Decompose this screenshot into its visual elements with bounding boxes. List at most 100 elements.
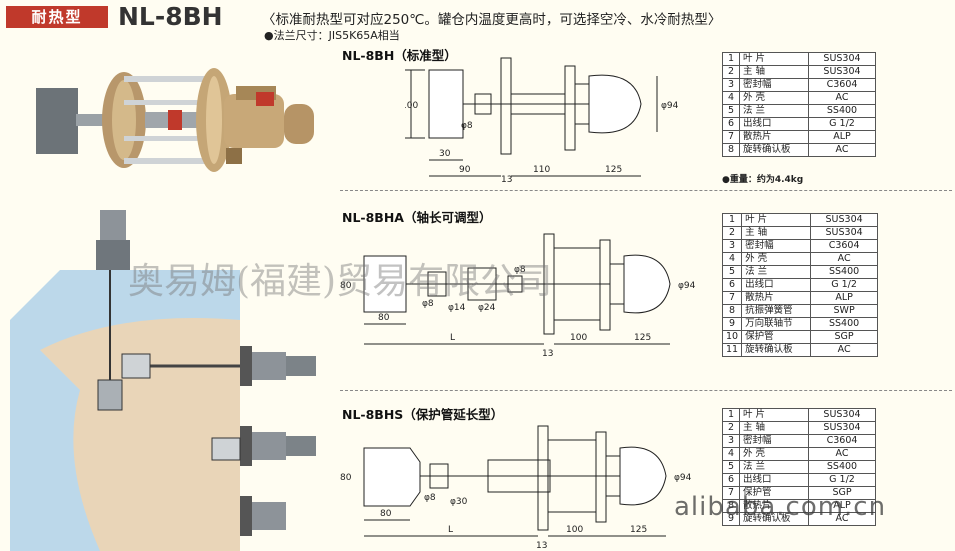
part-material: G 1/2 <box>808 473 876 487</box>
part-material: SUS304 <box>808 408 876 422</box>
type-badge: 耐热型 <box>6 6 108 28</box>
model-description: 〈标准耐热型可对应250℃。罐仓内温度更高时，可选择空冷、水冷耐热型〉 <box>262 12 722 28</box>
dim-110: 110 <box>533 165 550 175</box>
part-name: 法 兰 <box>739 104 809 118</box>
part-number: 2 <box>722 421 740 435</box>
dim-height: 100 <box>405 101 418 111</box>
part-name: 散热片 <box>739 130 809 144</box>
part-name: 万向联轴节 <box>741 317 812 331</box>
dim-13: 13 <box>501 175 512 184</box>
part-number: 2 <box>721 226 743 240</box>
part-material: SWP <box>810 304 879 318</box>
dim-80-h: 80 <box>340 473 352 483</box>
dim-80-w: 80 <box>378 313 390 323</box>
drawing-standard: 100 φ8 30 90 110 125 13 φ94 <box>405 57 679 184</box>
dim-100: 100 <box>566 525 583 535</box>
part-material: C3604 <box>808 78 876 92</box>
part-number: 5 <box>722 460 740 474</box>
section-divider <box>340 390 952 391</box>
part-material: SUS304 <box>808 65 876 79</box>
dim-phi8: φ8 <box>422 299 434 309</box>
dim-L: L <box>448 525 453 535</box>
dim-90: 90 <box>459 165 471 175</box>
part-material: SGP <box>810 330 879 344</box>
drawing-extended: 80 80 φ8 φ30 L 13 100 125 φ94 <box>340 425 692 551</box>
dim-phi14: φ14 <box>448 303 466 313</box>
dim-80-h: 80 <box>340 281 352 291</box>
dim-125: 125 <box>605 165 622 175</box>
part-name: 法 兰 <box>739 460 809 474</box>
part-number: 5 <box>722 104 740 118</box>
part-material: AC <box>808 447 876 461</box>
part-material: AC <box>808 91 876 105</box>
part-name: 出线口 <box>739 117 809 131</box>
part-number: 3 <box>722 434 740 448</box>
part-material: SUS304 <box>810 226 879 240</box>
part-name: 出线口 <box>741 278 812 292</box>
part-material: ALP <box>810 291 879 305</box>
dim-L: L <box>450 333 455 343</box>
dim-125: 125 <box>634 333 651 343</box>
part-name: 密封幅 <box>739 78 809 92</box>
part-name: 抗振弹簧管 <box>741 304 812 318</box>
section-divider <box>340 190 952 191</box>
part-name: 主 轴 <box>739 421 809 435</box>
dim-phi30: φ30 <box>450 497 468 507</box>
part-name: 外 壳 <box>739 447 809 461</box>
drawing-adjustable: 80 80 φ8 φ14 φ24 φ8 L 13 100 125 φ94 <box>340 233 696 356</box>
part-number: 1 <box>722 52 740 66</box>
part-number: 7 <box>722 130 740 144</box>
part-number: 7 <box>721 291 743 305</box>
part-number: 1 <box>721 213 743 227</box>
part-material: C3604 <box>808 434 876 448</box>
part-number: 9 <box>721 317 743 331</box>
section-title-adjustable: NL-8BHA（轴长可调型） <box>342 210 492 225</box>
part-number: 11 <box>721 343 743 357</box>
section-title-extended: NL-8BHS（保护管延长型） <box>342 407 504 422</box>
part-name: 叶 片 <box>739 52 809 66</box>
dim-phi94: φ94 <box>661 101 679 111</box>
dim-phi8: φ8 <box>424 493 436 503</box>
part-material: C3604 <box>810 239 879 253</box>
part-material: SS400 <box>810 265 879 279</box>
dim-phi94: φ94 <box>678 281 696 291</box>
dim-phi8b: φ8 <box>514 265 526 275</box>
part-material: AC <box>808 143 876 157</box>
part-material: SS400 <box>810 317 879 331</box>
dim-phi94: φ94 <box>674 473 692 483</box>
dim-125: 125 <box>630 525 647 535</box>
part-name: 散热片 <box>741 291 812 305</box>
flange-note: ●法兰尺寸：JIS5K65A相当 <box>264 29 400 42</box>
part-number: 8 <box>722 143 740 157</box>
part-name: 主 轴 <box>739 65 809 79</box>
part-number: 4 <box>721 252 743 266</box>
part-number: 5 <box>721 265 743 279</box>
part-name: 主 轴 <box>741 226 812 240</box>
part-number: 6 <box>722 473 740 487</box>
part-number: 8 <box>721 304 743 318</box>
product-photo <box>36 68 314 172</box>
part-name: 外 壳 <box>739 91 809 105</box>
part-name: 保护管 <box>741 330 812 344</box>
dim-shaft-dia: φ8 <box>461 121 473 131</box>
